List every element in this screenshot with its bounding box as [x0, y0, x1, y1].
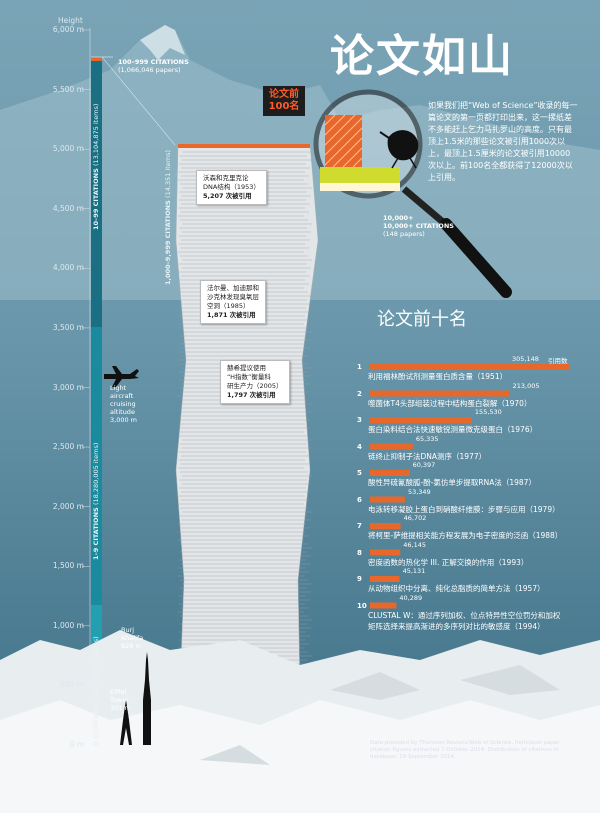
band-10-99: [91, 57, 102, 327]
axis-tick-label: 2,500 m: [52, 442, 84, 452]
top10-bar: [370, 364, 570, 370]
top10-bar: [370, 443, 413, 450]
top10-rank: 3: [357, 416, 362, 424]
top10-rank: 8: [357, 548, 362, 557]
top10-title: CLUSTAL W：通过序列加权、位点特异性空位罚分和加权: [368, 610, 561, 620]
callout-100-999: 100–999 CITATIONS (1,066,046 papers): [118, 58, 189, 74]
top10-rank: 1: [357, 363, 362, 371]
burj-khalifa: [143, 652, 151, 745]
top10-bar: [370, 602, 397, 609]
axis-tick-label: 3,000 m: [52, 382, 84, 392]
top10-value-label: 46,702: [403, 514, 427, 522]
top10-title: 将柯里-萨维提相关能方程发展为电子密度的泛函（1988）: [368, 531, 563, 540]
axis-tick-label: 4,500 m: [52, 203, 84, 213]
top10-title: 密度函数的热化学 III. 正解交换的作用（1993）: [368, 557, 529, 567]
top10-value-label: 60,397: [412, 461, 436, 469]
top10-bar: [370, 496, 405, 503]
top10-title: 利用福林酚试剂测量蛋白质含量（1951）: [368, 372, 508, 381]
top10-rank: 5: [357, 469, 362, 477]
axis-tick-label: 500 m: [59, 680, 84, 690]
top10-unit-label: 引用数: [548, 357, 568, 365]
top10-bar: [370, 417, 472, 423]
top10-bar: [370, 470, 410, 476]
axis-tick-label: 1,000 m: [52, 620, 84, 630]
paper-stack: [175, 143, 319, 691]
axis-tick-label: 6,000 m: [52, 25, 84, 34]
top10-rank: 4: [357, 442, 362, 451]
callout-10000: 10,000+: [383, 214, 414, 222]
top10-value-label: 305,148: [512, 355, 539, 363]
top10-title: 从动物组织中分离、纯化总脂质的简单方法（1957）: [368, 584, 545, 593]
top10-value-label: 46,145: [403, 540, 426, 549]
paper-card-ozone: 法尔曼、加迪那和 沙克林发现臭氧层 空洞（1985） 1,871 次被引用: [200, 280, 266, 324]
intro-text: 如果我们把“Web of Science”收录的每一篇论文的第一页都打印出来，这…: [428, 101, 578, 182]
axis-tick-label: 0 m: [69, 740, 84, 749]
top100-badge: 论文前 100名: [263, 86, 305, 116]
top10-bar: [370, 523, 401, 529]
band-1-9: [91, 327, 102, 605]
axis-title: Height: [58, 16, 83, 25]
top10-rank: 2: [357, 389, 362, 398]
band-label-1-9: 1–9 CITATIONS (18,280,005 items): [92, 442, 100, 560]
top10-rank: 9: [357, 575, 362, 583]
top10-title: 噬菌体T4头部组装过程中结构蛋白裂解（1970）: [368, 398, 532, 408]
axis-tick-label: 4,000 m: [52, 263, 84, 273]
eiffel-tower: [120, 700, 132, 745]
top10-value-label: 155,530: [474, 408, 502, 416]
top10-title: 电泳转移凝胶上蛋白到硝酸纤维膜：步骤与应用（1979）: [368, 504, 560, 514]
top10-heading: 论文前十名: [377, 309, 467, 330]
band-label-0: 0 CITATIONS (26,332,751 items): [92, 636, 100, 746]
axis-tick-label: 1,500 m: [52, 561, 84, 571]
eiffel-label: Eiffel Tower 301 m: [110, 688, 131, 712]
top10-value-label: 53,349: [407, 487, 431, 496]
plane-label: Light aircraft cruising altitude 3,000 m: [110, 384, 138, 424]
top10-bar: [370, 549, 401, 556]
paper-card-watson-crick: 沃森和克里克论 DNA结构（1953） 5,207 次被引用: [196, 170, 267, 205]
top10-rank: 7: [357, 522, 362, 530]
page-title: 论文如山: [330, 31, 514, 82]
band-label-10-99: 10–99 CITATIONS (13,104,875 items): [92, 103, 100, 230]
top10-bar: [370, 576, 400, 582]
axis-tick-label: 2,000 m: [52, 501, 84, 511]
magnifier: [313, 89, 512, 298]
axis-tick-label: 3,500 m: [52, 322, 84, 332]
top10-title: 酸性异硫氰酸胍-酚-氯仿单步提取RNA法（1987）: [368, 478, 536, 487]
axis-tick-label: 5,000 m: [52, 144, 84, 154]
band-label-1000-9999: 1,000–9,999 CITATIONS (14,351 items): [164, 149, 172, 285]
top10-title-cont: 矩阵选择来提高渐进的多序列对比的敏感度（1994）: [368, 621, 545, 631]
top10-rank: 6: [357, 495, 362, 504]
plane-icon: [104, 366, 139, 387]
axis-tick-label: 5,500 m: [52, 84, 84, 94]
burj-label: Burj Khalifa 828 m: [121, 626, 144, 650]
top10-value-label: 45,131: [402, 567, 426, 575]
top10-rank: 10: [357, 601, 367, 610]
top10-bar: [370, 390, 510, 397]
top10-value-label: 40,289: [399, 593, 423, 602]
paper-card-h-index: 赫希提议使用 “H指数”衡量科 研生产力（2005） 1,797 次被引用: [220, 360, 290, 404]
source-note: Data provided by Thomson Reuters/Web of …: [370, 740, 560, 760]
top10-title: 蛋白染料结合法快速敏锐测量微克级蛋白（1976）: [368, 425, 538, 434]
top10-value-label: 213,005: [512, 381, 540, 390]
top10-value-label: 65,335: [415, 434, 439, 443]
callout-10000-text: 10,000+ CITATIONS (148 papers): [383, 222, 454, 238]
top10-title: 链终止抑制子法DNA测序（1977）: [368, 451, 487, 461]
